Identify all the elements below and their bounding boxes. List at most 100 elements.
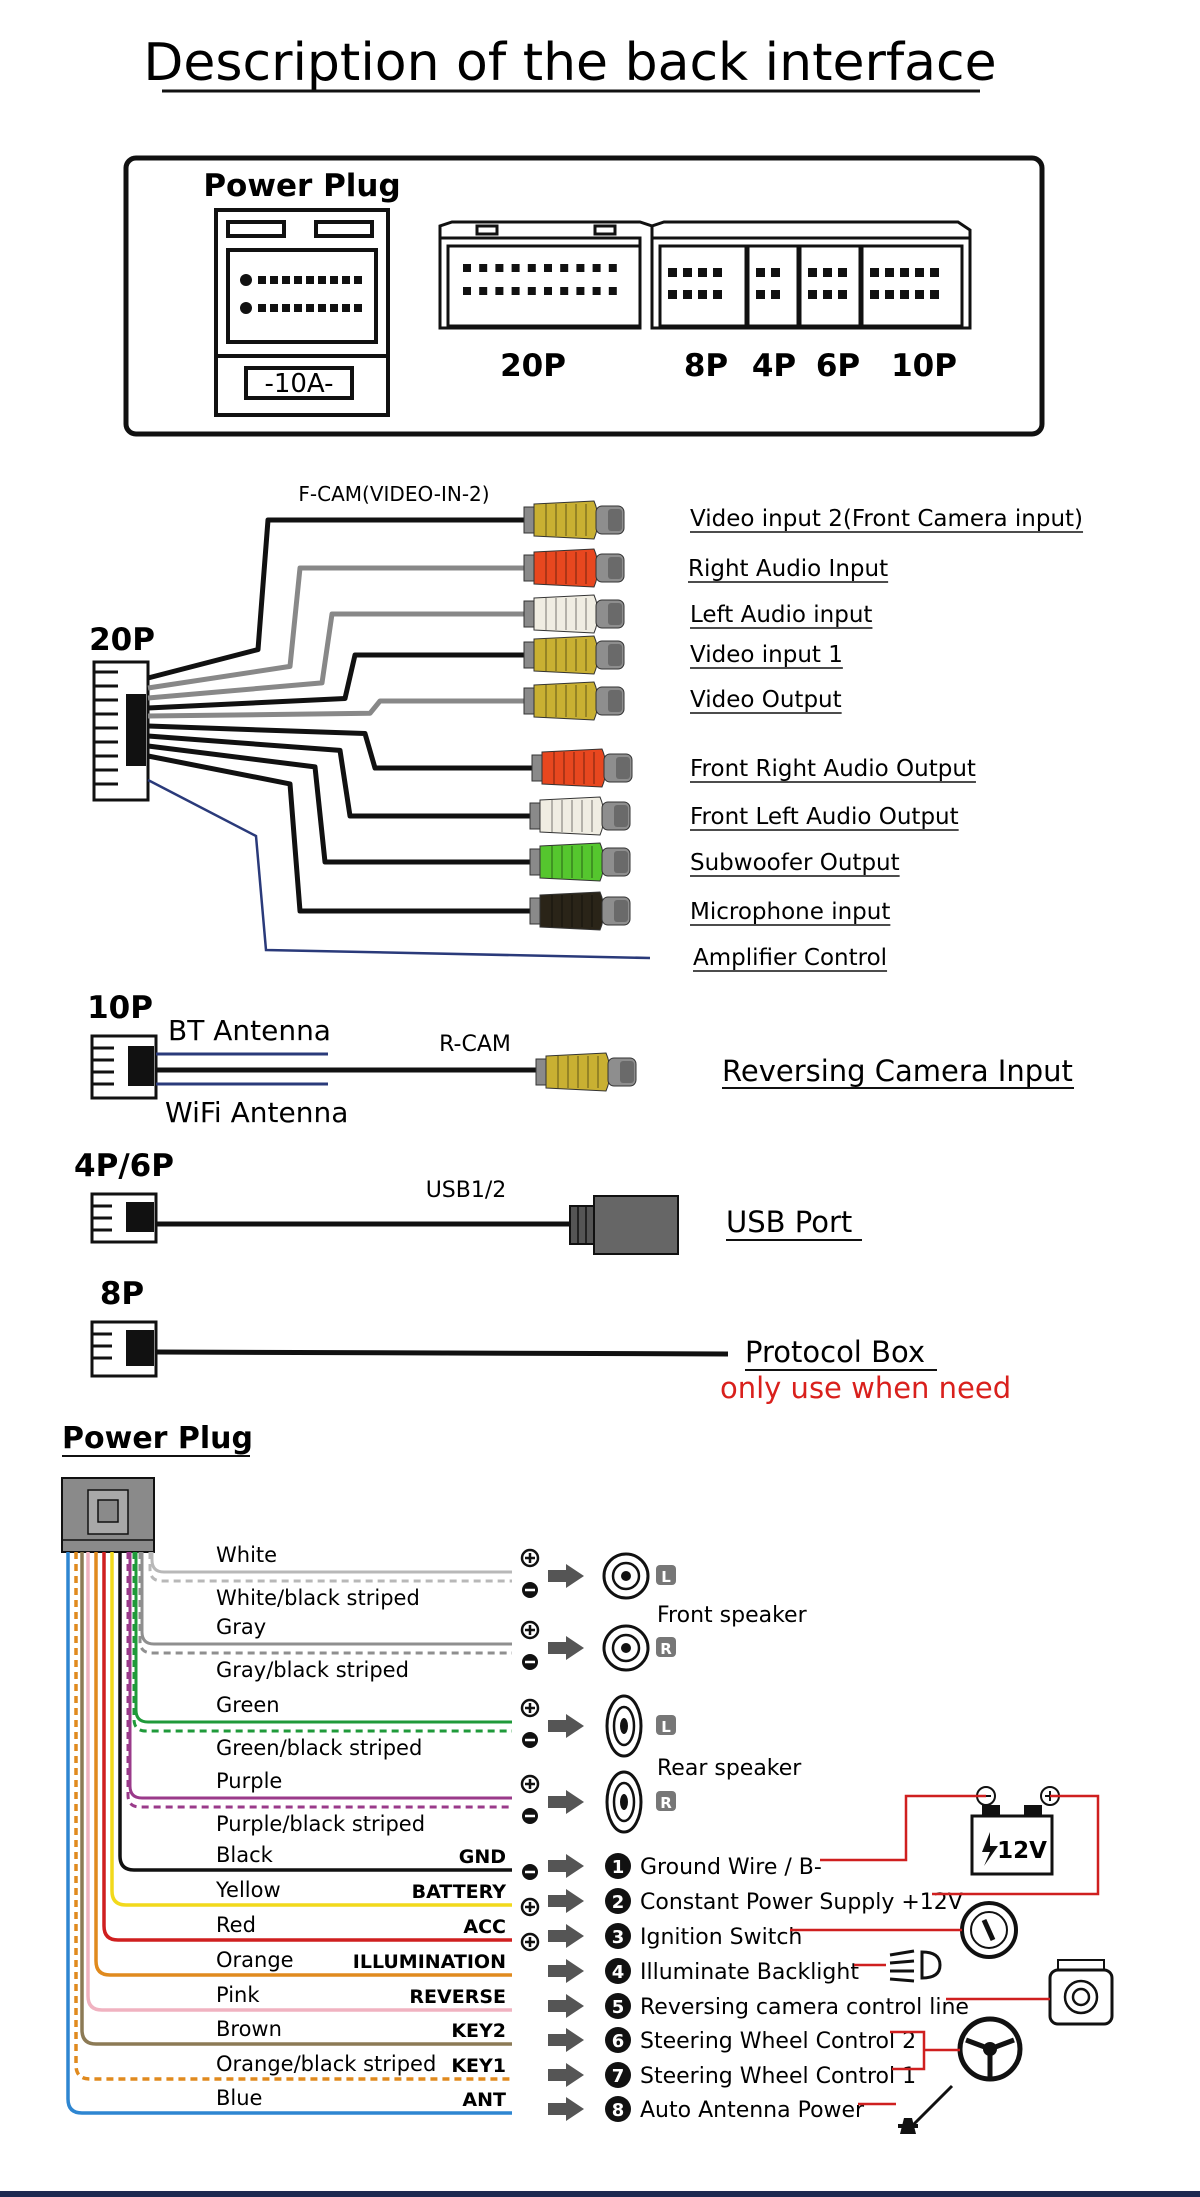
pin: [342, 276, 350, 284]
speaker-wire-1: [148, 1552, 512, 1583]
power-wire-5: [80, 1552, 512, 2046]
harness-4p6p-connector-icon: [90, 1192, 158, 1244]
pin: [823, 290, 832, 299]
number-badge-text-0: 1: [612, 1857, 625, 1878]
rca-plug-3: [523, 635, 625, 675]
harness-20p-pins: [94, 670, 118, 786]
wire-6: [147, 733, 530, 819]
number-badge-text-6: 7: [612, 2066, 625, 2087]
number-badge: [605, 1923, 631, 1949]
power-wire-code-6: KEY1: [451, 2055, 506, 2077]
number-badge-text-3: 4: [612, 1962, 625, 1983]
speaker-wire-name-3: Gray/black striped: [216, 1658, 409, 1682]
pin: [527, 287, 536, 295]
pin: [683, 290, 692, 299]
connector-label-6p: 6P: [816, 348, 860, 384]
rca-tip-inner: [614, 805, 628, 827]
power-wires: [66, 1552, 512, 2115]
rca-tip-inner: [608, 603, 622, 625]
pin: [306, 276, 314, 284]
connector-label-20p: 20P: [500, 348, 566, 384]
power-wire-4: [86, 1552, 512, 2012]
pin: [870, 268, 879, 277]
number-badge: [605, 2062, 631, 2088]
rcam-rca-plug: [535, 1052, 637, 1092]
power-wire-code-2: ACC: [463, 1916, 506, 1938]
pin: [463, 264, 471, 272]
wire-1: [147, 565, 524, 691]
pin: [560, 264, 569, 272]
power-wire-name-5: Brown: [216, 2017, 282, 2041]
rca-tip-inner: [614, 900, 628, 922]
pin: [698, 268, 707, 277]
power-plug-pin-row: [258, 276, 362, 312]
pin: [756, 290, 765, 299]
pin: [713, 290, 722, 299]
power-wire-0: [118, 1552, 512, 1872]
power-function-0: 1 Ground Wire / B-: [522, 1853, 822, 1880]
pin: [258, 276, 266, 284]
rca-plug-rcam: [535, 1052, 637, 1092]
power-function-text-6: Steering Wheel Control 1: [640, 2064, 916, 2089]
arrow-icon: [548, 1714, 584, 1738]
pin: [318, 304, 326, 312]
speaker-badge-0: L: [661, 1568, 671, 1586]
speaker-wire-7: [126, 1552, 512, 1809]
pin: [838, 290, 847, 299]
output-left-audio-input: Left Audio input: [690, 602, 872, 628]
rca-plug-8: [529, 891, 631, 931]
rca-tip-inner: [608, 644, 622, 666]
speaker-badge-box: [656, 1565, 676, 1585]
ignition-switch-icon: [960, 1901, 1018, 1959]
pin: [915, 290, 924, 299]
battery-icon: [970, 1786, 1060, 1876]
speaker-wire-name-4: Green: [216, 1693, 280, 1717]
steering-lines: [890, 2030, 960, 2071]
speaker-wire-name-0: White: [216, 1543, 277, 1567]
speaker-wire-4: [134, 1552, 512, 1724]
output-right-audio-input: Right Audio Input: [688, 556, 888, 582]
connector-20p-pins: [463, 264, 617, 295]
wire-5: [147, 723, 532, 771]
usb-port-label: USB Port: [726, 1205, 852, 1239]
pin: [930, 290, 939, 299]
speaker-center: [621, 1571, 631, 1581]
speaker-badge-1: R: [660, 1640, 672, 1658]
power-plug-harness-icon: [61, 1477, 155, 1553]
pin: [900, 268, 909, 277]
connector-label-10p: 10P: [891, 348, 957, 384]
pin: [544, 264, 552, 272]
pin: [495, 264, 504, 272]
power-function-text-0: Ground Wire / B-: [640, 1855, 822, 1880]
pin: [608, 264, 617, 272]
number-badge-text-2: 3: [612, 1927, 625, 1948]
harness-20p-wires: [147, 517, 651, 960]
arrow-icon: [548, 1924, 584, 1948]
connector-multi-pins: [668, 268, 939, 299]
wire-amplifier: [147, 778, 651, 960]
number-badge-text-4: 5: [612, 1997, 625, 2018]
protocol-box-label: Protocol Box: [745, 1335, 925, 1369]
harness-20p-rca-plugs: [523, 500, 633, 931]
power-wire-name-7: Blue: [216, 2086, 262, 2110]
wire-7: [147, 743, 530, 865]
power-plug-connector-icon: [214, 208, 390, 417]
pin: [592, 287, 601, 295]
speaker-center: [620, 1718, 628, 1734]
pin: [885, 268, 894, 277]
pin: [511, 264, 520, 272]
output-subwoofer: Subwoofer Output: [690, 850, 900, 876]
rca-plug-4: [523, 681, 625, 721]
power-wire-code-1: BATTERY: [412, 1881, 507, 1903]
arrow-icon: [548, 2097, 584, 2121]
pin: [270, 276, 278, 284]
page-title: Description of the back interface: [143, 33, 996, 93]
power-plug-heading: Power Plug: [62, 1421, 253, 1456]
protocol-wire: [155, 1349, 729, 1357]
pin: [258, 304, 266, 312]
speaker-pair-1: R: [520, 1620, 676, 1672]
arrow-icon: [548, 1889, 584, 1913]
